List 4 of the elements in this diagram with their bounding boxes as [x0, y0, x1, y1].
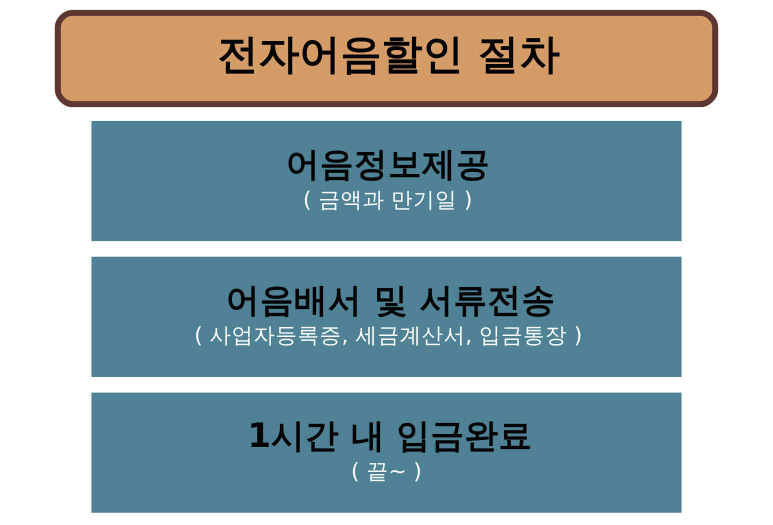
node-box: 어음배서 및 서류전송 ( 사업자등록증, 세금계산서, 입금통장 )	[91, 256, 682, 377]
node-box: 전자어음할인 절차	[54, 10, 718, 108]
node-box: 어음정보제공 ( 금액과 만기일 )	[91, 121, 682, 242]
node-box: 1시간 내 입금완료 ( 끝~ )	[91, 392, 682, 513]
